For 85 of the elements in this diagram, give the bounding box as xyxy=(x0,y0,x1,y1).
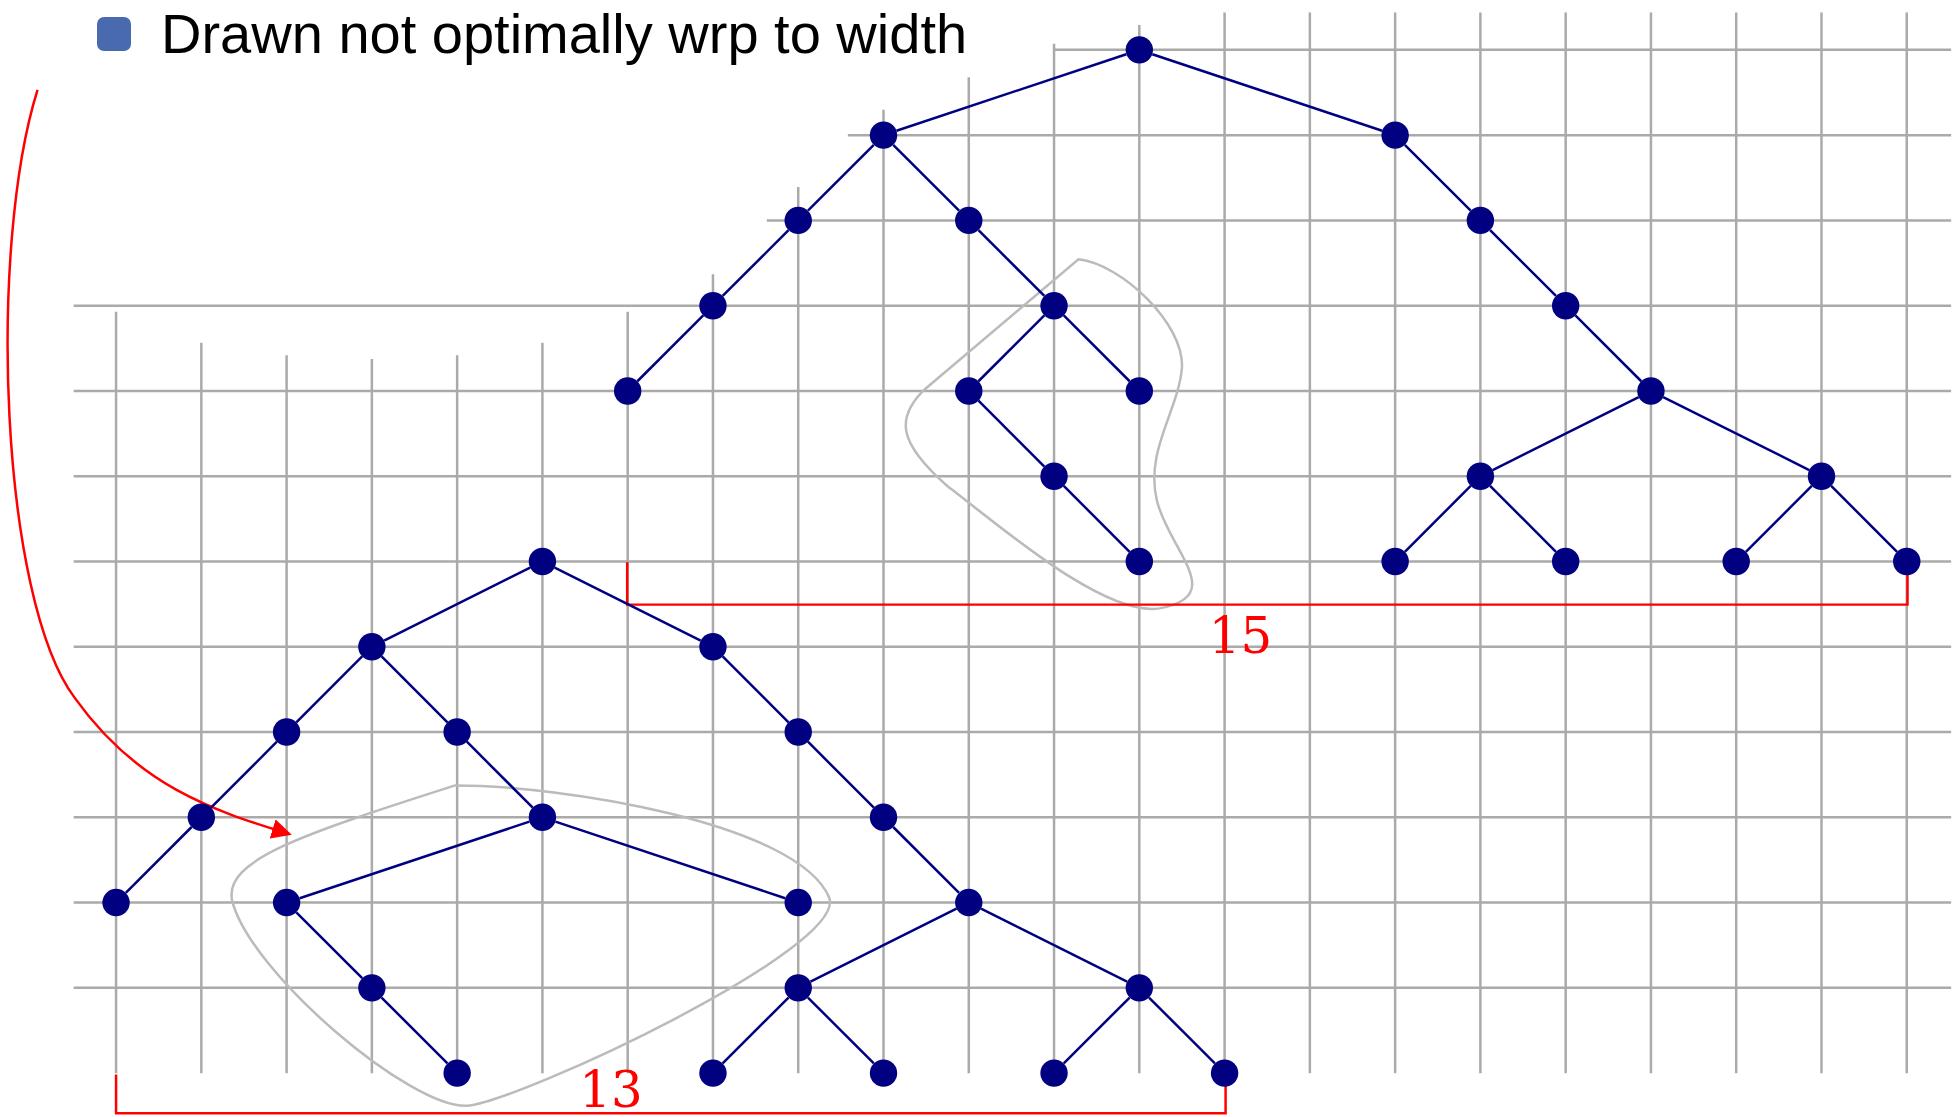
tree-node xyxy=(1466,206,1495,235)
tree-node xyxy=(1381,121,1409,149)
tree-node xyxy=(1551,291,1580,320)
tree-node xyxy=(784,888,812,917)
tree-node xyxy=(784,974,812,1002)
tree-edge xyxy=(1148,996,1216,1065)
tree-node xyxy=(1893,547,1921,576)
tree-node xyxy=(699,1059,727,1087)
tree-edge xyxy=(1830,485,1898,553)
tree-node xyxy=(1381,547,1409,576)
tree-node xyxy=(358,974,386,1002)
tree-node xyxy=(102,888,130,917)
tree-edge xyxy=(721,996,790,1065)
tree-edge xyxy=(465,740,534,809)
tree-node xyxy=(528,803,557,831)
tree-node xyxy=(1040,1059,1068,1087)
tree-node xyxy=(1210,1059,1239,1087)
tree-node xyxy=(358,633,386,661)
tree-node xyxy=(1466,462,1495,490)
tree-node xyxy=(528,547,557,576)
tree-node xyxy=(443,718,471,746)
tree-edge xyxy=(977,314,1046,383)
tree-edge xyxy=(1489,485,1557,553)
tree-node xyxy=(869,1059,898,1087)
tree-edge xyxy=(807,740,875,809)
tree-node xyxy=(1551,547,1580,576)
tree-edge xyxy=(807,996,875,1065)
tree-node xyxy=(272,718,301,746)
tree-edge xyxy=(1062,314,1131,383)
tree-edge xyxy=(1403,485,1472,553)
tree-edge xyxy=(1662,395,1810,472)
tree-edge xyxy=(721,655,790,724)
tree-node xyxy=(784,718,812,746)
tree-edge xyxy=(295,911,364,980)
dimension-label: 15 xyxy=(1208,607,1273,666)
tree-node xyxy=(869,121,898,149)
tree-edge xyxy=(721,229,790,297)
tree-edge xyxy=(896,53,1127,132)
tree-edge xyxy=(1492,395,1640,472)
tree-edge xyxy=(383,566,531,642)
tree-node xyxy=(1125,36,1154,64)
tree-node xyxy=(955,888,983,917)
tree-node xyxy=(1125,547,1154,576)
tree-edge xyxy=(809,907,958,983)
tree-node xyxy=(699,291,727,320)
tree-node xyxy=(1040,462,1068,490)
tree-edge xyxy=(380,996,449,1065)
tree-edge xyxy=(977,399,1046,468)
tree-edge xyxy=(295,655,364,724)
tree-node xyxy=(1637,377,1665,405)
tree-node xyxy=(784,206,812,235)
tree-edge xyxy=(1403,143,1472,212)
tree-edge xyxy=(1745,485,1813,553)
legend-text: Drawn not optimally wrp to width xyxy=(161,2,968,66)
tree-node xyxy=(1125,377,1154,405)
tree-edge xyxy=(980,907,1128,983)
tree-edge xyxy=(892,143,960,212)
tree-edge xyxy=(1151,53,1383,132)
tree-edge xyxy=(1062,485,1131,553)
tree-node xyxy=(1722,547,1750,576)
tree-node xyxy=(955,377,983,405)
tree-edge xyxy=(380,655,449,724)
tree-edge xyxy=(636,314,705,383)
tree-edge xyxy=(1062,996,1131,1065)
tree-edge xyxy=(1489,229,1557,297)
tree-node xyxy=(1807,462,1836,490)
tree-edge xyxy=(554,566,702,642)
tree-node xyxy=(443,1059,471,1087)
tree-node xyxy=(614,377,642,405)
tree-node xyxy=(699,633,727,661)
tree-node xyxy=(1040,291,1068,320)
tree-edge xyxy=(807,143,875,212)
tree-node xyxy=(869,803,898,831)
tree-edge xyxy=(977,229,1046,297)
tree-edge xyxy=(210,740,278,809)
tree-edge xyxy=(892,826,960,894)
tree-node xyxy=(272,888,301,917)
tree-edge xyxy=(555,820,786,900)
tree-edge xyxy=(1574,314,1643,383)
tree-node xyxy=(1125,974,1154,1002)
dimension-label: 13 xyxy=(579,1061,643,1117)
tree-node xyxy=(187,803,216,831)
tree-node xyxy=(955,206,983,235)
tree-edge xyxy=(299,820,530,900)
tree-edge xyxy=(124,826,193,894)
